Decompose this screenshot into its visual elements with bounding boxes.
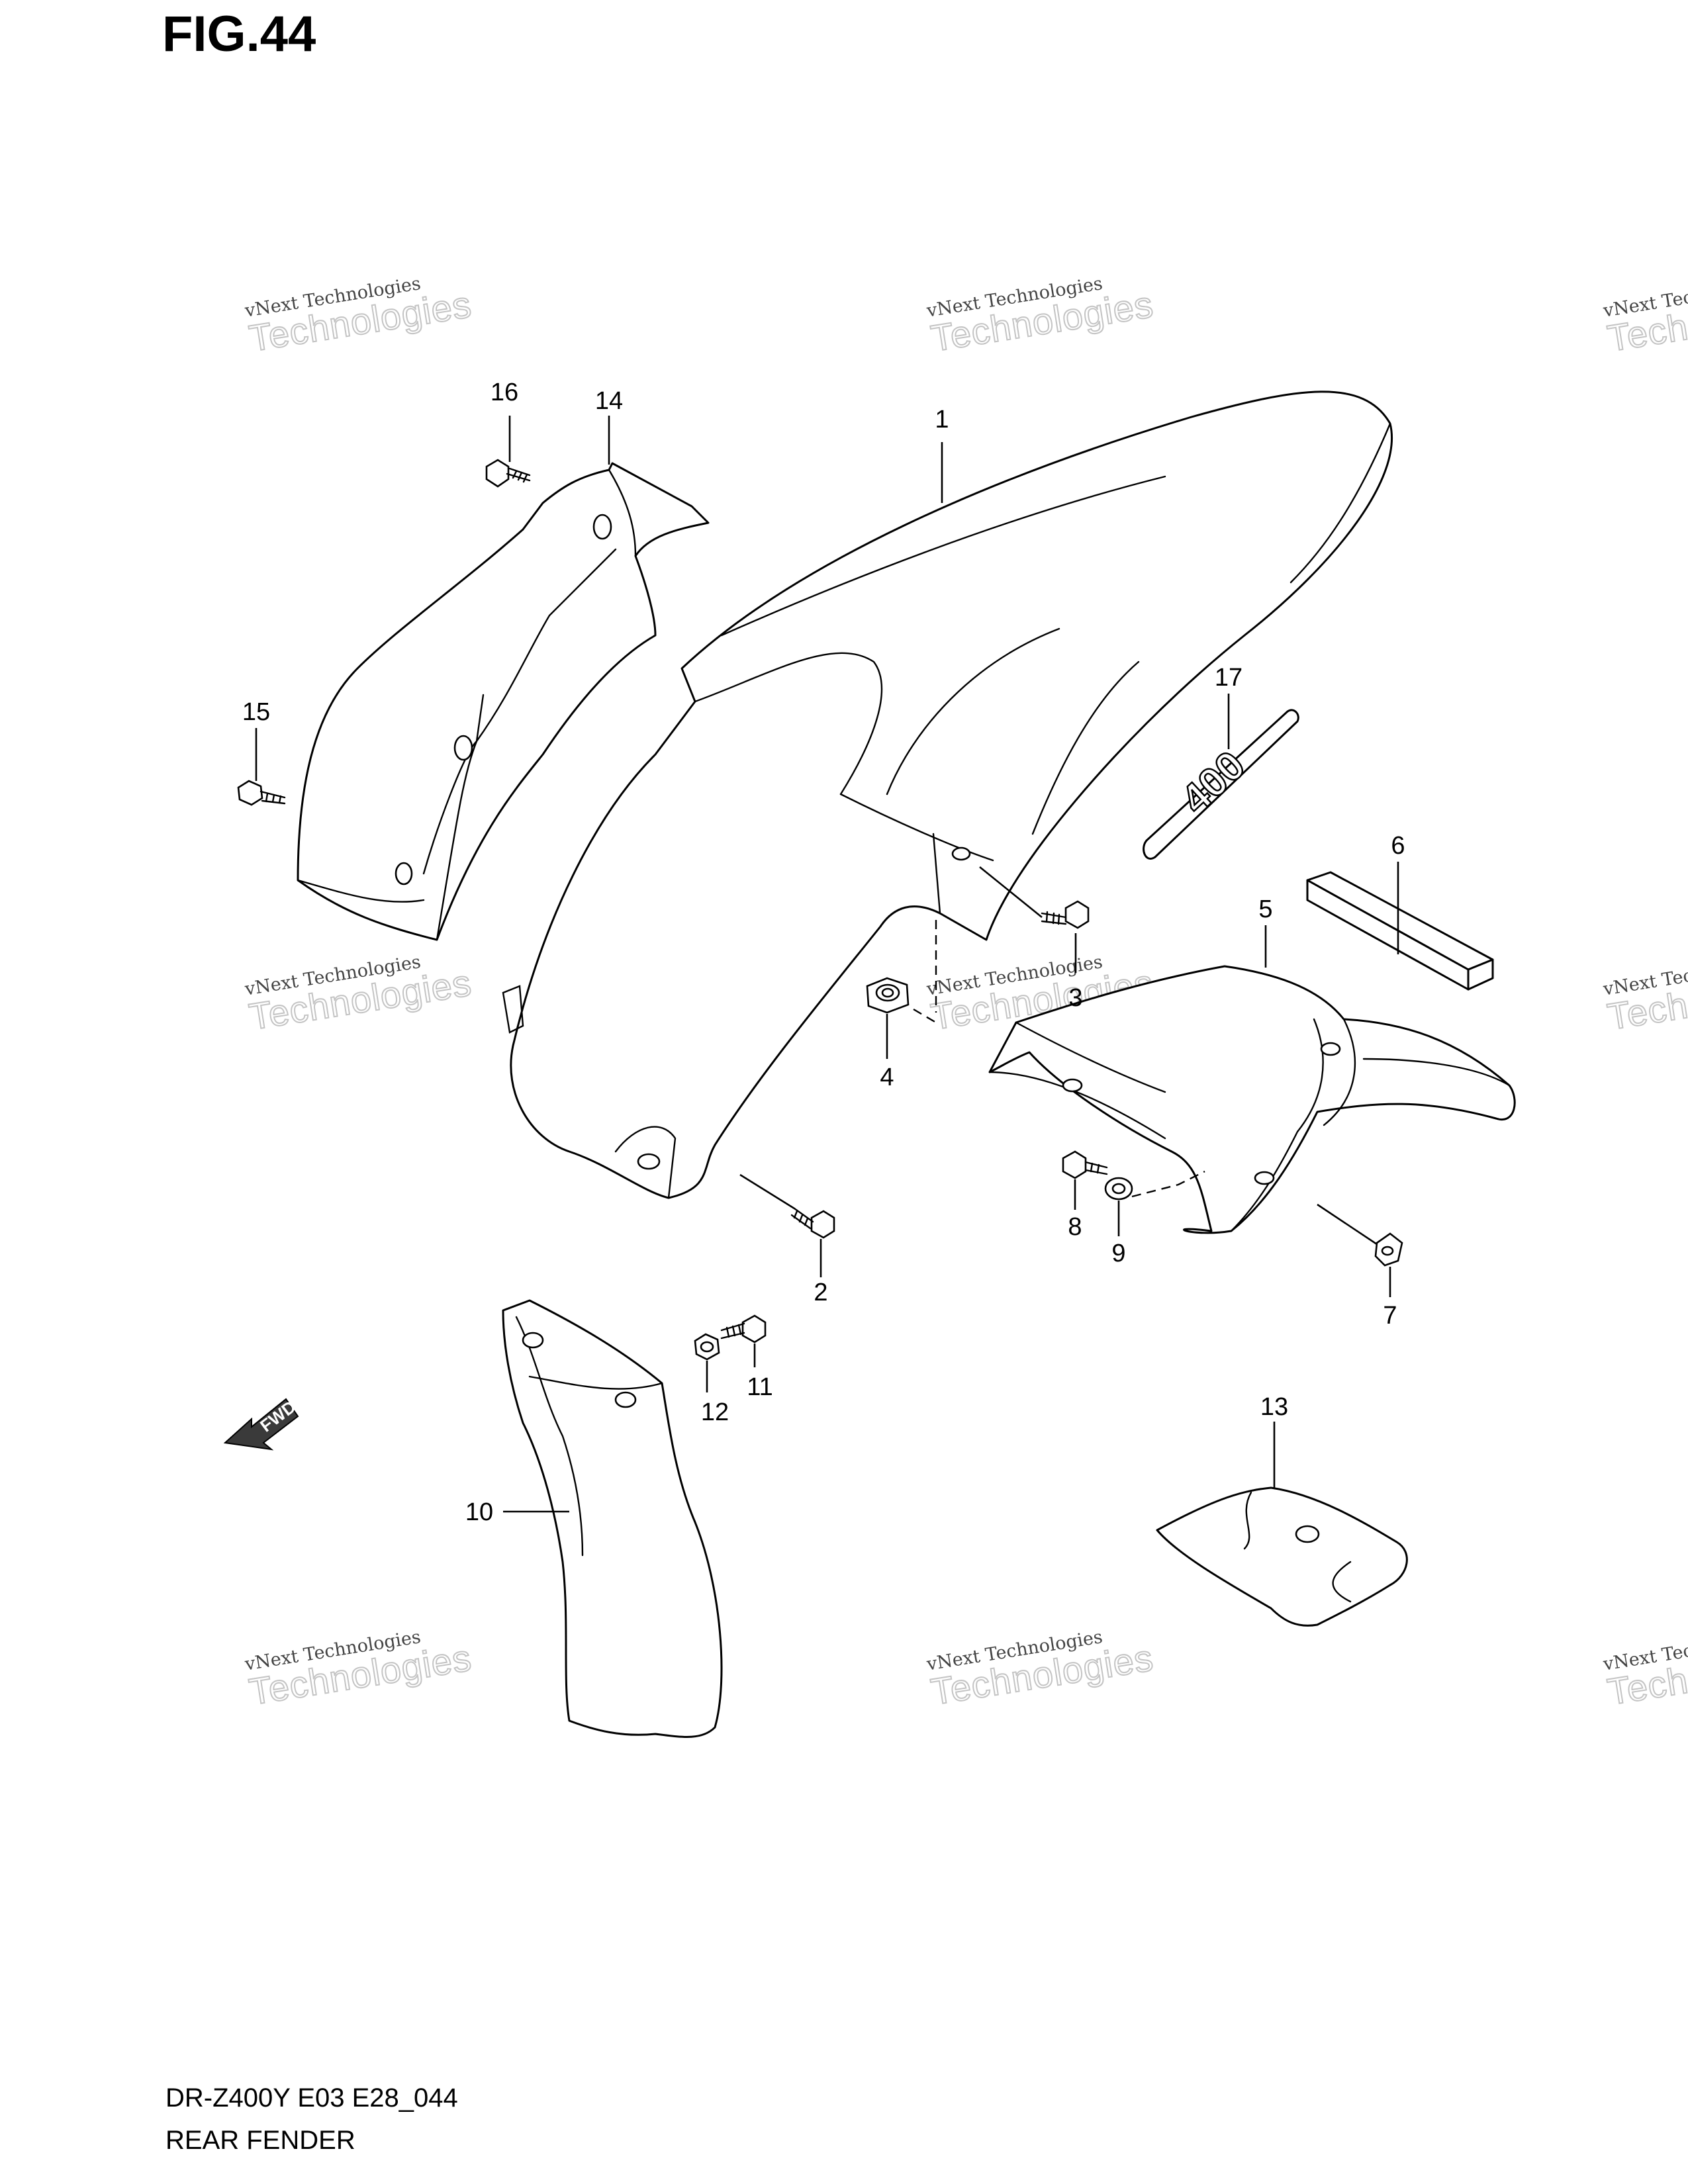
nut-4[interactable] (866, 977, 910, 1014)
callout-1: 1 (935, 406, 949, 433)
section-title: REAR FENDER (165, 2126, 355, 2155)
callout-6: 6 (1391, 832, 1405, 860)
mud-flap-part[interactable] (502, 1299, 723, 1738)
bolt-15[interactable] (237, 780, 286, 806)
bolt-8[interactable] (1062, 1150, 1108, 1179)
callout-16: 16 (491, 379, 518, 406)
bolt-16[interactable] (485, 459, 531, 488)
bolt-2[interactable] (790, 1207, 835, 1239)
forward-arrow-icon: FWD (223, 1396, 300, 1451)
callout-17: 17 (1215, 664, 1243, 692)
bolt-11[interactable] (720, 1314, 767, 1343)
foam-block-part[interactable] (1306, 871, 1494, 991)
callout-12: 12 (701, 1398, 729, 1426)
model-code: DR-Z400Y E03 E28_044 (165, 2083, 458, 2113)
rear-fender-part[interactable] (502, 390, 1393, 1199)
callout-11: 11 (747, 1373, 773, 1401)
callout-14: 14 (595, 387, 623, 415)
figure-title: FIG.44 (162, 6, 316, 62)
clip-nut-7[interactable] (1374, 1232, 1403, 1267)
callout-7: 7 (1383, 1302, 1397, 1330)
callout-15: 15 (242, 698, 270, 726)
callout-3: 3 (1068, 984, 1082, 1012)
callout-2: 2 (814, 1279, 827, 1306)
callout-8: 8 (1068, 1213, 1082, 1241)
bolt-3[interactable] (1041, 900, 1090, 929)
washer-9[interactable] (1104, 1177, 1133, 1201)
callout-4: 4 (880, 1064, 894, 1091)
callout-10: 10 (465, 1498, 493, 1526)
callout-5: 5 (1258, 895, 1272, 923)
callout-13: 13 (1260, 1393, 1288, 1421)
nut-12[interactable] (694, 1333, 720, 1361)
inner-fender-part[interactable] (988, 965, 1516, 1234)
callout-9: 9 (1111, 1240, 1125, 1267)
side-cover-part[interactable] (297, 462, 710, 941)
decal-part[interactable]: 400 (1143, 709, 1299, 860)
pad-part[interactable] (1156, 1486, 1408, 1627)
